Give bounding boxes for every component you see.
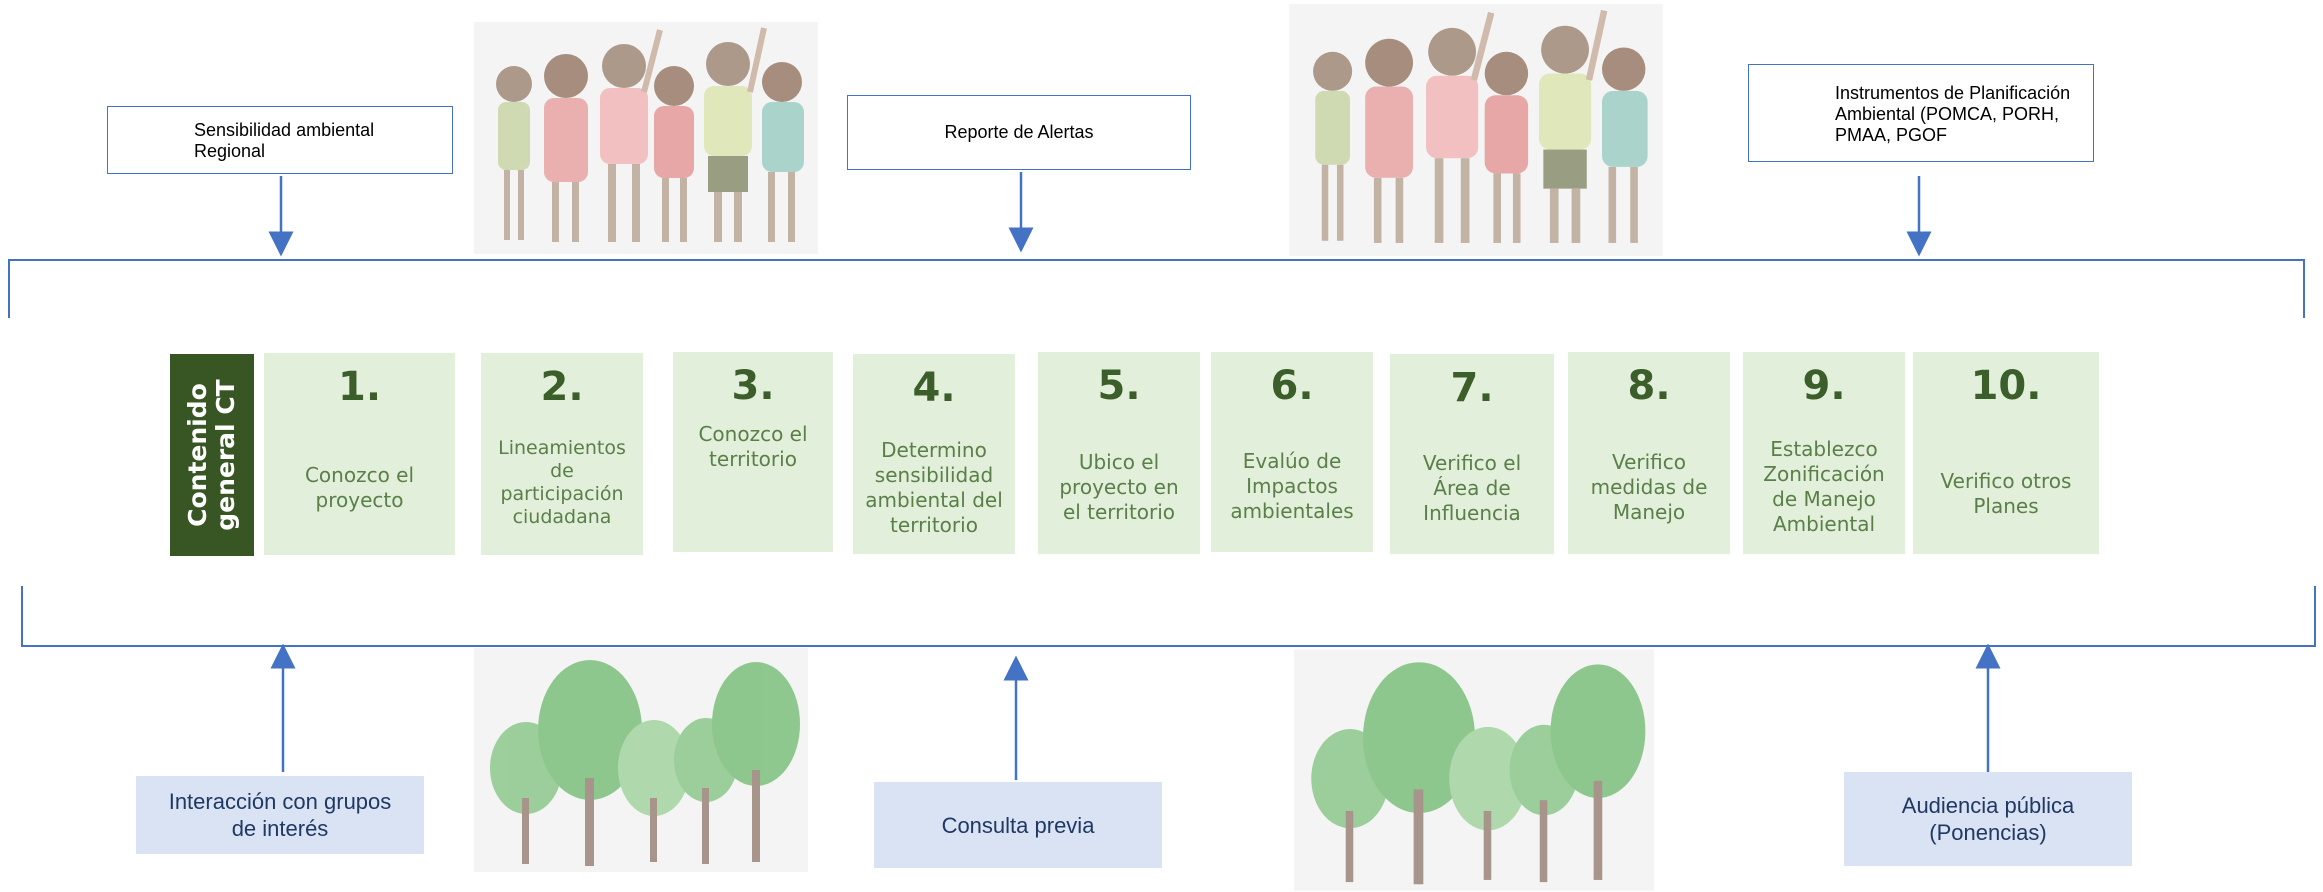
step-10: 10. Verifico otros Planes <box>1913 352 2099 554</box>
step-9: 9. Establezco Zonificación de Manejo Amb… <box>1743 352 1905 554</box>
step-7: 7. Verifico el Área de Influencia <box>1390 354 1554 554</box>
step-number: 10. <box>1970 363 2042 409</box>
step-5: 5. Ubico el proyecto en el territorio <box>1038 352 1200 554</box>
step-number: 5. <box>1097 363 1141 409</box>
box-sensibilidad: Sensibilidad ambiental Regional <box>107 106 453 174</box>
box-instrumentos: Instrumentos de Planificación Ambiental … <box>1748 64 2094 162</box>
box-consulta-text: Consulta previa <box>941 812 1095 838</box>
step-number: 4. <box>912 365 956 411</box>
step-4: 4. Determino sensibilidad ambiental del … <box>853 354 1015 554</box>
step-label: Verifico otros Planes <box>1940 469 2072 518</box>
step-label: Conozco el territorio <box>698 422 808 471</box>
side-label-box: Contenido general CT <box>170 354 254 556</box>
step-number: 9. <box>1802 363 1846 409</box>
step-label: Verifico medidas de Manejo <box>1590 449 1708 524</box>
step-label: Evalúo de Impactos ambientales <box>1230 448 1354 523</box>
step-6: 6. Evalúo de Impactos ambientales <box>1211 352 1373 552</box>
step-label: Verifico el Área de Influencia <box>1422 450 1522 525</box>
bottom-bracket <box>21 586 2316 647</box>
step-2: 2. Lineamientos de participación ciudada… <box>481 353 643 555</box>
step-number: 3. <box>731 363 775 409</box>
step-label: Ubico el proyecto en el territorio <box>1059 449 1179 524</box>
step-number: 8. <box>1627 363 1671 409</box>
side-label-text: Contenido general CT <box>183 379 240 531</box>
children-illustration <box>474 22 818 254</box>
step-8: 8. Verifico medidas de Manejo <box>1568 352 1730 554</box>
box-interaccion: Interacción con grupos de interés <box>136 776 424 854</box>
trees-illustration <box>474 648 808 872</box>
box-interaccion-text: Interacción con grupos de interés <box>168 789 392 841</box>
step-number: 6. <box>1270 363 1314 409</box>
box-alertas: Reporte de Alertas <box>847 95 1191 170</box>
step-3: 3. Conozco el territorio <box>673 352 833 552</box>
step-label: Conozco el proyecto <box>304 463 415 512</box>
box-sensibilidad-text: Sensibilidad ambiental Regional <box>194 120 375 161</box>
step-number: 1. <box>337 364 382 410</box>
trees-illustration <box>1294 649 1654 891</box>
box-audiencia-text: Audiencia pública (Ponencias) <box>1901 793 2075 845</box>
step-number: 7. <box>1450 365 1494 411</box>
box-audiencia: Audiencia pública (Ponencias) <box>1844 772 2132 866</box>
step-1: 1. Conozco el proyecto <box>264 353 455 555</box>
box-alertas-text: Reporte de Alertas <box>944 122 1094 142</box>
box-consulta: Consulta previa <box>874 782 1162 868</box>
children-illustration <box>1289 4 1663 256</box>
step-label: Lineamientos de participación ciudadana <box>498 437 626 528</box>
step-label: Establezco Zonificación de Manejo Ambien… <box>1763 437 1885 536</box>
box-instrumentos-text: Instrumentos de Planificación Ambiental … <box>1835 83 2071 145</box>
step-number: 2. <box>540 364 584 410</box>
top-bracket <box>8 259 2305 318</box>
step-label: Determino sensibilidad ambiental del ter… <box>865 438 1003 537</box>
